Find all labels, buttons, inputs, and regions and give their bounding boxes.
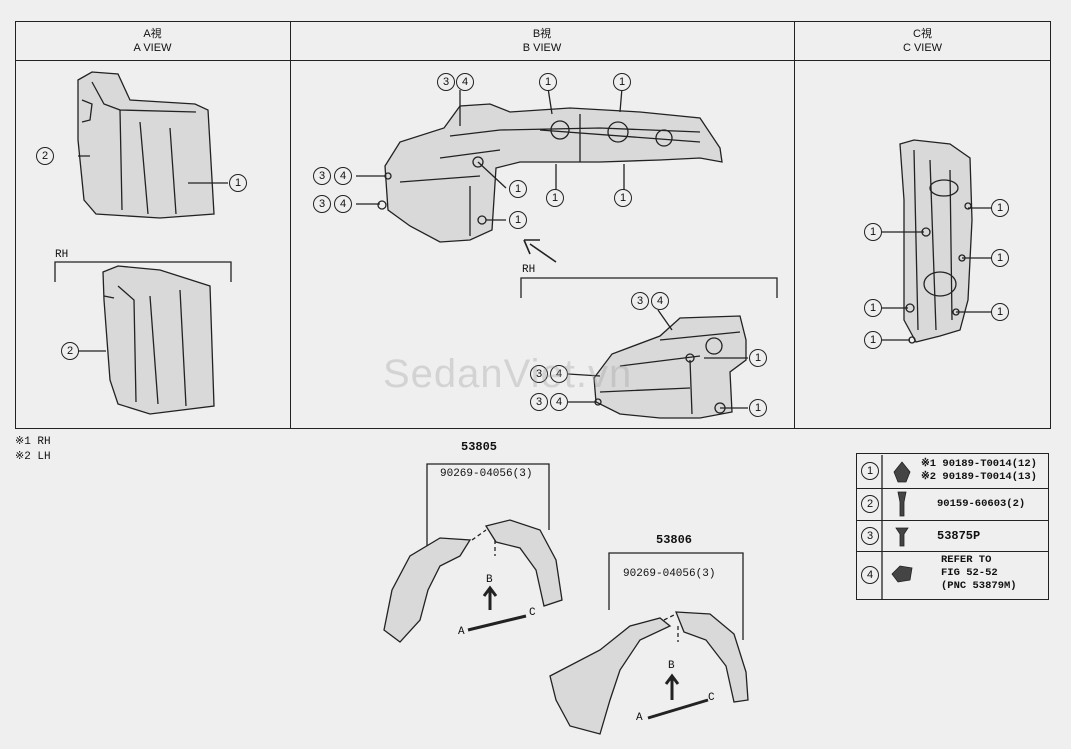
a-rh-bracket xyxy=(54,261,232,282)
callout-3: 3 xyxy=(437,73,455,91)
b-view-direction-arrow xyxy=(523,239,557,263)
b-view-title-en: B VIEW xyxy=(522,42,562,54)
parts-table-row: 4 REFER TO FIG 52-52 (PNC 53879M) xyxy=(857,552,1048,599)
dir-label-c-left: C xyxy=(529,607,536,619)
callout-1: 1 xyxy=(614,189,632,207)
parts-ref-2: 2 xyxy=(861,495,879,513)
dir-label-a-right: A xyxy=(636,712,643,724)
callout-1: 1 xyxy=(539,73,557,91)
c-view-title-en: C VIEW xyxy=(902,42,943,54)
callout-4: 4 xyxy=(334,195,352,213)
parts-table: 1 ※1 90189-T0014(12) ※2 90189-T0014(13) … xyxy=(856,453,1049,600)
view-divider-2 xyxy=(794,21,795,429)
c-view-part xyxy=(899,139,973,344)
c-view-title-jp: C視 xyxy=(913,28,932,40)
part-3-line-1: 53875P xyxy=(937,529,981,543)
a-view-part-top xyxy=(77,71,215,219)
parts-ref-3: 3 xyxy=(861,527,879,545)
parts-table-row: 2 90159-60603(2) xyxy=(857,489,1048,521)
callout-1: 1 xyxy=(509,180,527,198)
callout-3: 3 xyxy=(313,195,331,213)
a-view-title-jp: A視 xyxy=(143,28,162,40)
callout-3: 3 xyxy=(631,292,649,310)
b-view-title-jp: B視 xyxy=(532,28,552,40)
callout-1: 1 xyxy=(991,303,1009,321)
callout-1: 1 xyxy=(864,299,882,317)
callout-4: 4 xyxy=(651,292,669,310)
part-number-53805: 53805 xyxy=(461,440,498,454)
callout-1: 1 xyxy=(546,189,564,207)
callout-3: 3 xyxy=(530,365,548,383)
sub-part-left: 90269-04056(3) xyxy=(440,468,533,480)
a-view-title-en: A VIEW xyxy=(133,42,172,54)
parts-table-row: 1 ※1 90189-T0014(12) ※2 90189-T0014(13) xyxy=(857,454,1048,489)
callout-3: 3 xyxy=(313,167,331,185)
callout-1: 1 xyxy=(613,73,631,91)
dir-label-a-left: A xyxy=(458,626,465,638)
a-view-rh-label: RH xyxy=(55,249,69,261)
watermark: SedanViet.vn xyxy=(383,352,633,396)
callout-4: 4 xyxy=(550,365,568,383)
callout-4: 4 xyxy=(334,167,352,185)
callout-2: 2 xyxy=(36,147,54,165)
part-4-line-1: REFER TO xyxy=(941,554,992,566)
callout-1: 1 xyxy=(509,211,527,229)
b-view-part-rh xyxy=(593,315,747,419)
b-view-rh-label: RH xyxy=(522,264,536,276)
part-4-line-3: (PNC 53879M) xyxy=(941,580,1017,592)
diagram-frame xyxy=(15,21,1051,429)
a-view-part-rh xyxy=(102,265,215,415)
part-1-line-2: ※2 90189-T0014(13) xyxy=(921,471,1037,483)
dir-label-b-left: B xyxy=(486,574,493,586)
note-rh: ※1 RH xyxy=(15,436,51,448)
view-divider-1 xyxy=(290,21,291,429)
b-view-header: B視 B VIEW xyxy=(290,27,794,55)
c-view-header: C視 C VIEW xyxy=(794,27,1051,55)
callout-1: 1 xyxy=(229,174,247,192)
callout-4: 4 xyxy=(456,73,474,91)
part-number-53806: 53806 xyxy=(656,533,693,547)
callout-2: 2 xyxy=(61,342,79,360)
a-view-header: A視 A VIEW xyxy=(15,27,290,55)
parts-table-row: 3 53875P xyxy=(857,521,1048,552)
callout-3: 3 xyxy=(530,393,548,411)
note-lh: ※2 LH xyxy=(15,451,51,463)
callout-1: 1 xyxy=(749,349,767,367)
part-1-line-1: ※1 90189-T0014(12) xyxy=(921,458,1037,470)
callout-1: 1 xyxy=(991,199,1009,217)
part-2-line-1: 90159-60603(2) xyxy=(937,498,1026,510)
b-rh-bracket xyxy=(520,277,778,298)
callout-1: 1 xyxy=(864,223,882,241)
liner-53805-drawing xyxy=(383,463,563,643)
parts-ref-4: 4 xyxy=(861,566,879,584)
sub-part-right: 90269-04056(3) xyxy=(623,568,716,580)
parts-ref-1: 1 xyxy=(861,462,879,480)
callout-1: 1 xyxy=(864,331,882,349)
liner-53806-drawing xyxy=(549,552,749,735)
callout-1: 1 xyxy=(749,399,767,417)
fastener-glyphs xyxy=(891,461,913,583)
part-4-line-2: FIG 52-52 xyxy=(941,567,998,579)
header-divider xyxy=(15,60,1051,61)
dir-label-c-right: C xyxy=(708,692,715,704)
callout-4: 4 xyxy=(550,393,568,411)
dir-label-b-right: B xyxy=(668,660,675,672)
callout-1: 1 xyxy=(991,249,1009,267)
